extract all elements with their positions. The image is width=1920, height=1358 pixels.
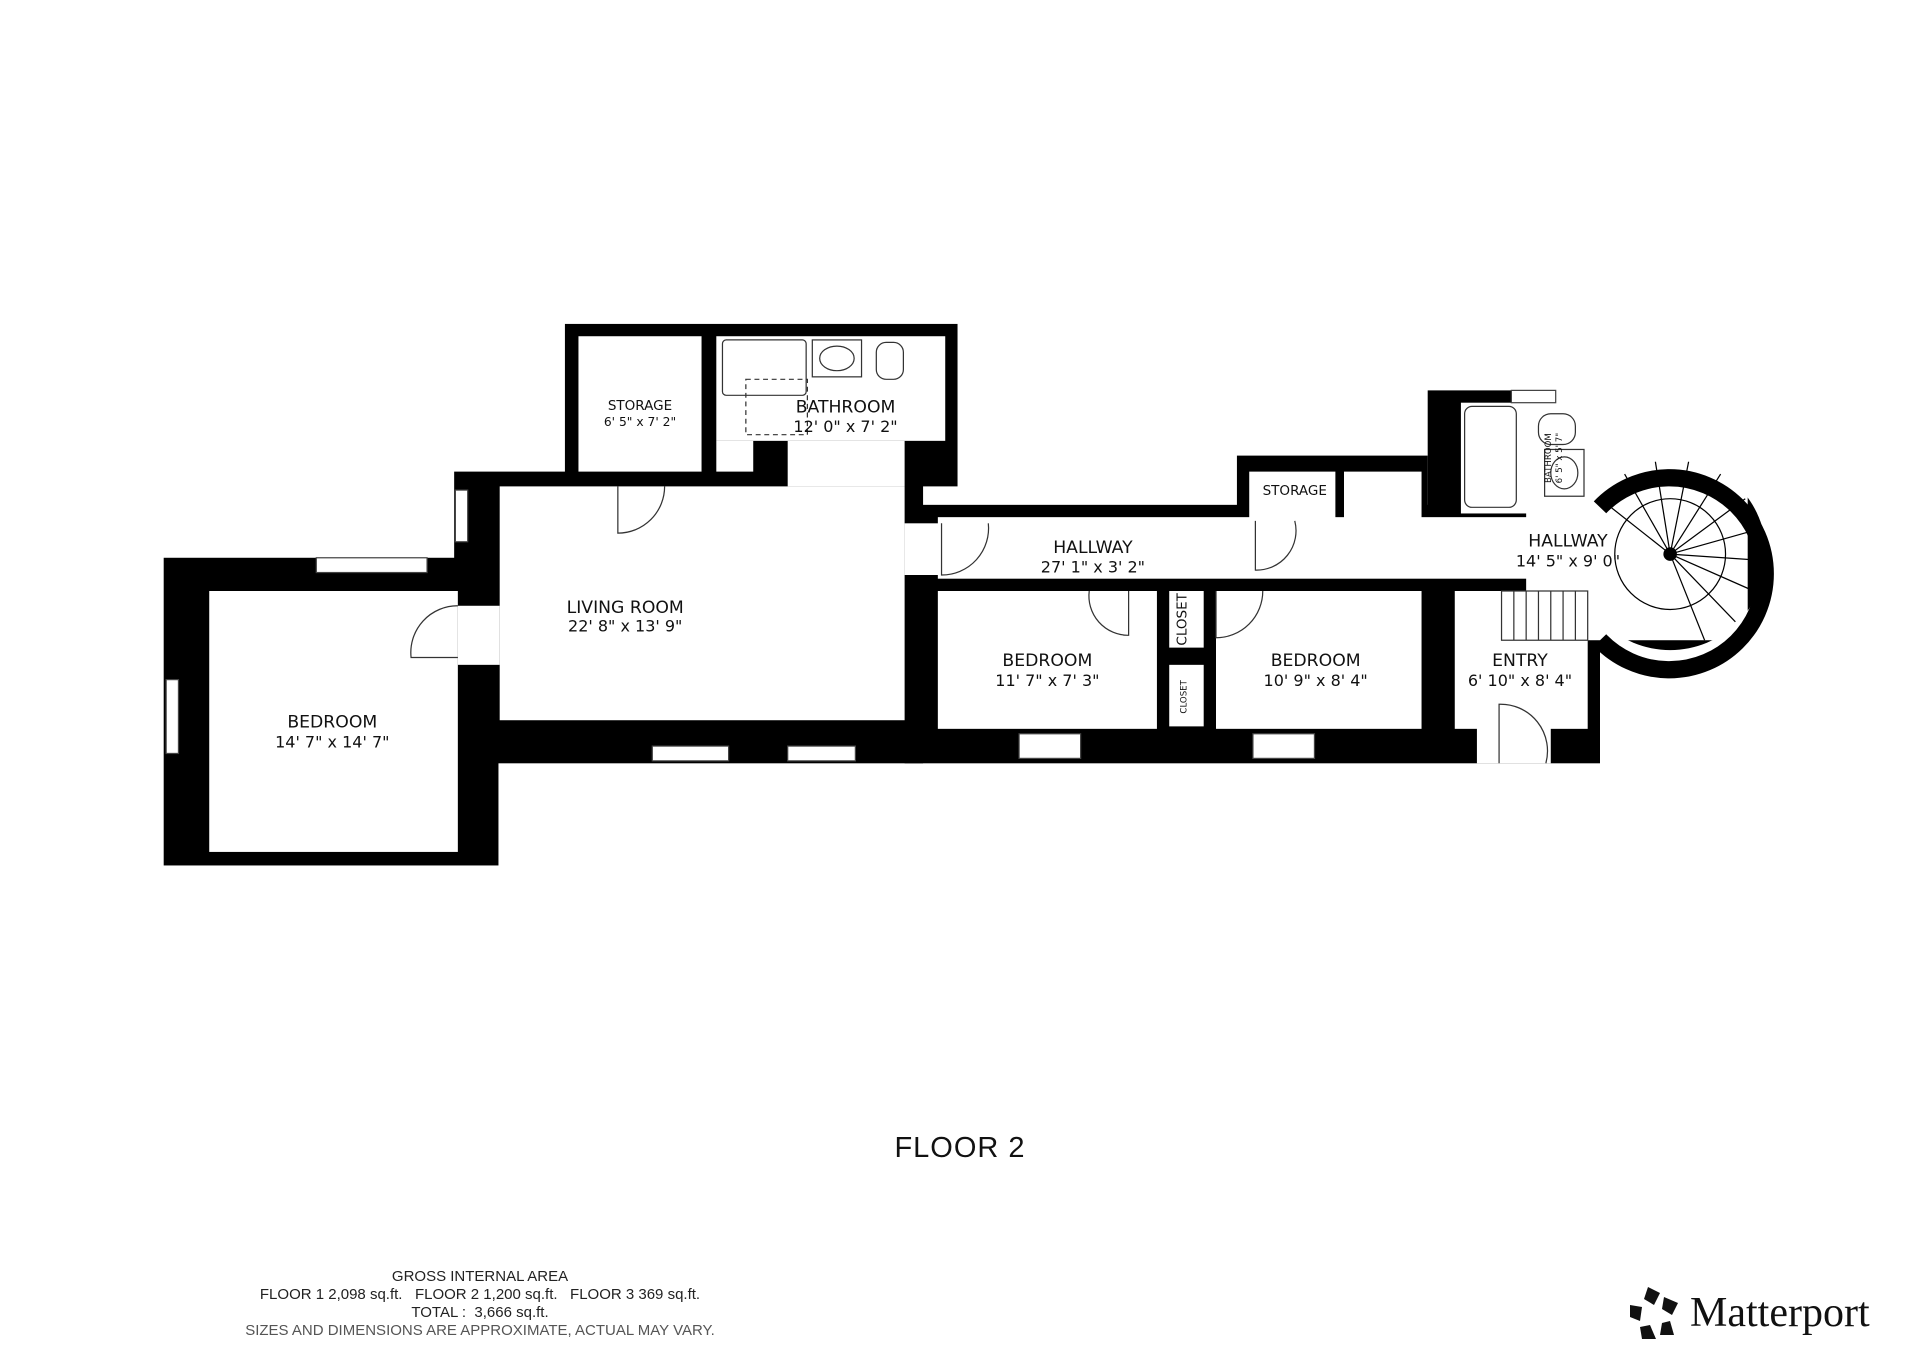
area-note: SIZES AND DIMENSIONS ARE APPROXIMATE, AC… [245,1322,715,1339]
room-name: LIVING ROOM [567,598,684,618]
room-size: 6' 10" x 8' 4" [1468,671,1572,690]
windows [165,389,1557,762]
room-size: 6' 5" x 5' 7" [1555,433,1565,484]
room-name: CLOSET [1174,592,1190,645]
room-name: BEDROOM [1271,651,1361,671]
room-name: BEDROOM [287,713,377,733]
room-name: HALLWAY [1528,532,1608,552]
spiral-stair [1593,461,1774,679]
room-size: 6' 5" x 7' 2" [604,415,676,429]
room-name: HALLWAY [1053,538,1133,558]
matterport-logo-icon [1630,1287,1678,1339]
room-size: 14' 5" x 9' 0" [1516,551,1620,570]
room-size: 27' 1" x 3' 2" [1041,558,1145,577]
room-name: STORAGE [1263,483,1327,499]
room-size: 10' 9" x 8' 4" [1264,671,1368,690]
matterport-logo: Matterport [1628,1285,1870,1341]
room-name: ENTRY [1492,651,1548,671]
room-size: 12' 0" x 7' 2" [793,417,897,436]
room-size: 14' 7" x 14' 7" [275,732,389,751]
room-size: 22' 8" x 13' 9" [568,617,682,636]
brand-name: Matterport [1690,1290,1870,1336]
area-heading: GROSS INTERNAL AREA [391,1268,569,1285]
area-total: TOTAL : 3,666 sq.ft. [411,1304,549,1321]
fixtures [410,339,1589,764]
room-name: BATHROOM [796,398,896,418]
room-name: STORAGE [608,398,672,414]
room-name: BEDROOM [1002,651,1092,671]
room-interiors [209,336,1748,852]
area-floors: FLOOR 1 2,098 sq.ft. FLOOR 2 1,200 sq.ft… [259,1286,701,1303]
room-name: BATHROOM [1544,433,1554,483]
room-name: CLOSET [1179,679,1189,713]
room-labels: BEDROOM 14' 7" x 14' 7" LIVING ROOM 22' … [275,398,1620,752]
gross-internal-area: GROSS INTERNAL AREA FLOOR 1 2,098 sq.ft.… [0,1268,1440,1340]
room-size: 11' 7" x 7' 3" [995,671,1099,690]
floor-title: FLOOR 2 [894,1132,1026,1164]
